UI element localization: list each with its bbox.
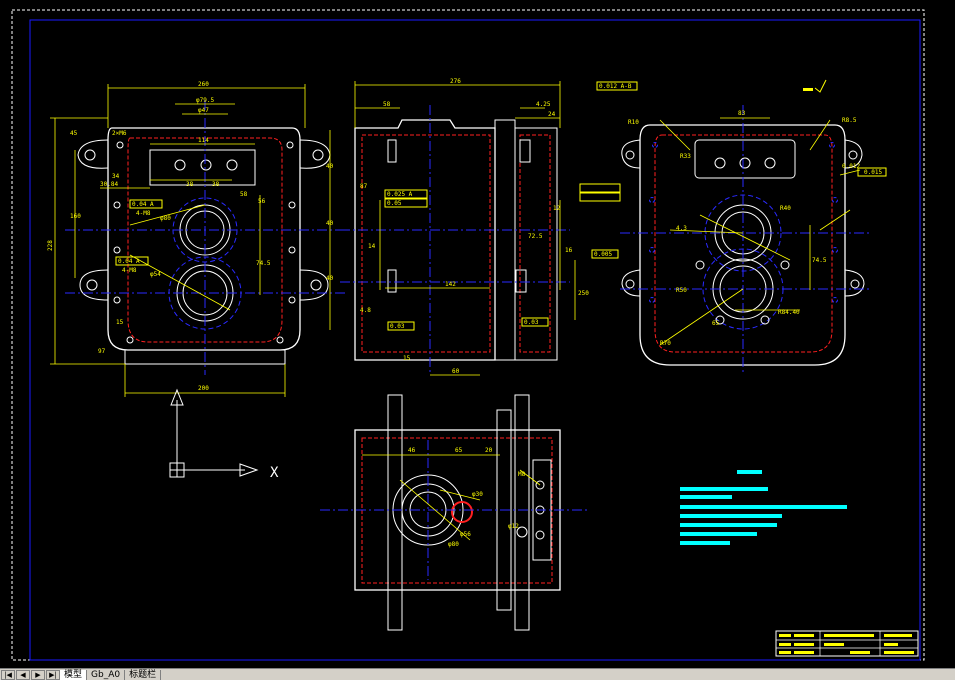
top-dim-20: 20 xyxy=(485,447,493,454)
front-dim-bottom: 200 xyxy=(198,385,209,392)
rear-dim-43: 4.3 xyxy=(676,225,687,232)
last-tab-icon[interactable]: ▶| xyxy=(46,669,60,680)
front-dim-34: 34 xyxy=(112,173,120,180)
tab-title-block[interactable]: 标题栏 xyxy=(125,669,162,680)
front-dim-3084: 30.84 xyxy=(100,181,118,188)
side-dim-24: 24 xyxy=(548,111,556,118)
rear-dim-r40: R40 xyxy=(780,205,791,212)
side-dim-425: 4.25 xyxy=(536,101,551,108)
side-dim-14: 14 xyxy=(368,243,376,250)
side-gtol-2: 0.025 A xyxy=(387,191,413,198)
front-dim-160: 160 xyxy=(70,213,81,220)
side-dim-250: 250 xyxy=(578,290,589,297)
side-dim-276: 276 xyxy=(450,78,461,85)
rear-dim-r33: R33 xyxy=(680,153,691,160)
rear-roughness-symbol xyxy=(814,79,827,93)
first-tab-icon[interactable]: |◀ xyxy=(1,669,15,680)
front-dim-40b: 40 xyxy=(326,220,334,227)
front-dim-15: 15 xyxy=(116,319,124,326)
front-gtol-1: 0.04 A xyxy=(132,201,154,208)
rear-roughness-mark xyxy=(803,88,813,91)
front-hole-phi54: φ54 xyxy=(150,271,161,278)
side-dim-48: 4.8 xyxy=(360,307,371,314)
ucs-icon xyxy=(169,388,259,478)
ucs-x-label: X xyxy=(270,465,279,481)
rear-dim-r70: R70 xyxy=(660,340,671,347)
next-tab-icon[interactable]: ▶ xyxy=(31,669,45,680)
front-dim-overall-height: 228 xyxy=(47,240,54,251)
front-hole-2m6: 2×M6 xyxy=(112,130,127,137)
rear-dim-r85: R8.5 xyxy=(842,117,857,124)
side-gtol-4: 0.005 xyxy=(594,251,612,258)
rear-dim-r10: R10 xyxy=(628,119,639,126)
prev-tab-icon[interactable]: ◀ xyxy=(16,669,30,680)
rear-dim-65: 65 xyxy=(712,320,720,327)
front-dim-745: 74.5 xyxy=(256,260,271,267)
top-dim-46: 46 xyxy=(408,447,416,454)
side-dim-16: 16 xyxy=(565,247,573,254)
top-dim-phi80: φ80 xyxy=(448,541,459,548)
front-dim-overall-width: 260 xyxy=(198,81,209,88)
rear-view[interactable]: 83 R33 R40 R70 R50 R84.40 4.3 74.5 65 R1… xyxy=(620,79,887,375)
front-view[interactable]: 260 228 200 φ79.5 φ47 114 38 38 45 160 9… xyxy=(47,81,345,397)
rear-dim-83: 83 xyxy=(738,110,746,117)
front-dim-38a: 38 xyxy=(186,181,194,188)
technical-requirements-block xyxy=(680,470,847,545)
rear-gtol-1: 0.015 xyxy=(864,169,882,176)
front-dim-58: 58 xyxy=(240,191,248,198)
side-gtol-6: 0.03 xyxy=(524,319,539,326)
rear-dim-745: 74.5 xyxy=(812,257,827,264)
front-dim-38b: 38 xyxy=(212,181,220,188)
side-view[interactable]: 276 58 24 4.25 87 142 250 72.5 16 12 14 … xyxy=(340,78,638,376)
layout-tab-bar: |◀ ◀ ▶ ▶| 模型 Gb_A0 标题栏 xyxy=(0,668,955,680)
side-gtol-3: 0.05 xyxy=(387,200,402,207)
side-dim-15: 15 xyxy=(403,355,411,362)
top-dim-phi30: φ30 xyxy=(472,491,483,498)
sheet-inner-frame xyxy=(29,19,921,661)
side-dim-87: 87 xyxy=(360,183,368,190)
side-dim-142: 142 xyxy=(445,281,456,288)
top-dim-65: 65 xyxy=(455,447,463,454)
top-dim-phi12: φ12 xyxy=(508,523,519,530)
top-dim-phi56: φ56 xyxy=(460,531,471,538)
side-dim-58: 58 xyxy=(383,101,391,108)
front-dim-45: 45 xyxy=(70,130,78,137)
front-hole-4m8b: 4-M8 xyxy=(122,267,137,274)
rear-dim-r50: R50 xyxy=(676,287,687,294)
rear-gtol-2: 0.012 xyxy=(842,163,860,170)
sheet-outer-frame xyxy=(11,9,925,661)
tab-gb-a0[interactable]: Gb_A0 xyxy=(87,669,126,680)
side-dim-725: 72.5 xyxy=(528,233,543,240)
front-dim-97: 97 xyxy=(98,348,106,355)
side-dim-60: 60 xyxy=(452,368,460,375)
top-dim-m8: M8 xyxy=(518,471,526,478)
side-gtol-5: 0.03 xyxy=(390,323,405,330)
tab-model[interactable]: 模型 xyxy=(60,669,88,680)
top-view[interactable]: 46 65 20 φ30 φ56 φ80 M8 φ12 xyxy=(320,394,590,631)
front-dim-phi79: φ79.5 xyxy=(196,97,214,104)
rear-dim-r8440: R84.40 xyxy=(778,309,800,316)
front-dim-114: 114 xyxy=(198,137,209,144)
front-hole-phi80: φ80 xyxy=(160,215,171,222)
side-gtol-1: 0.012 A-B xyxy=(599,83,632,90)
front-dim-phi47: φ47 xyxy=(198,107,209,114)
front-gtol-2: 0.04 A xyxy=(118,258,140,265)
front-hole-4m8a: 4-M8 xyxy=(136,210,151,217)
title-block xyxy=(775,630,919,657)
front-dim-56: 56 xyxy=(258,198,266,205)
front-dim-40c: 40 xyxy=(326,275,334,282)
front-dim-40a: 40 xyxy=(326,163,334,170)
side-dim-12: 12 xyxy=(553,205,561,212)
